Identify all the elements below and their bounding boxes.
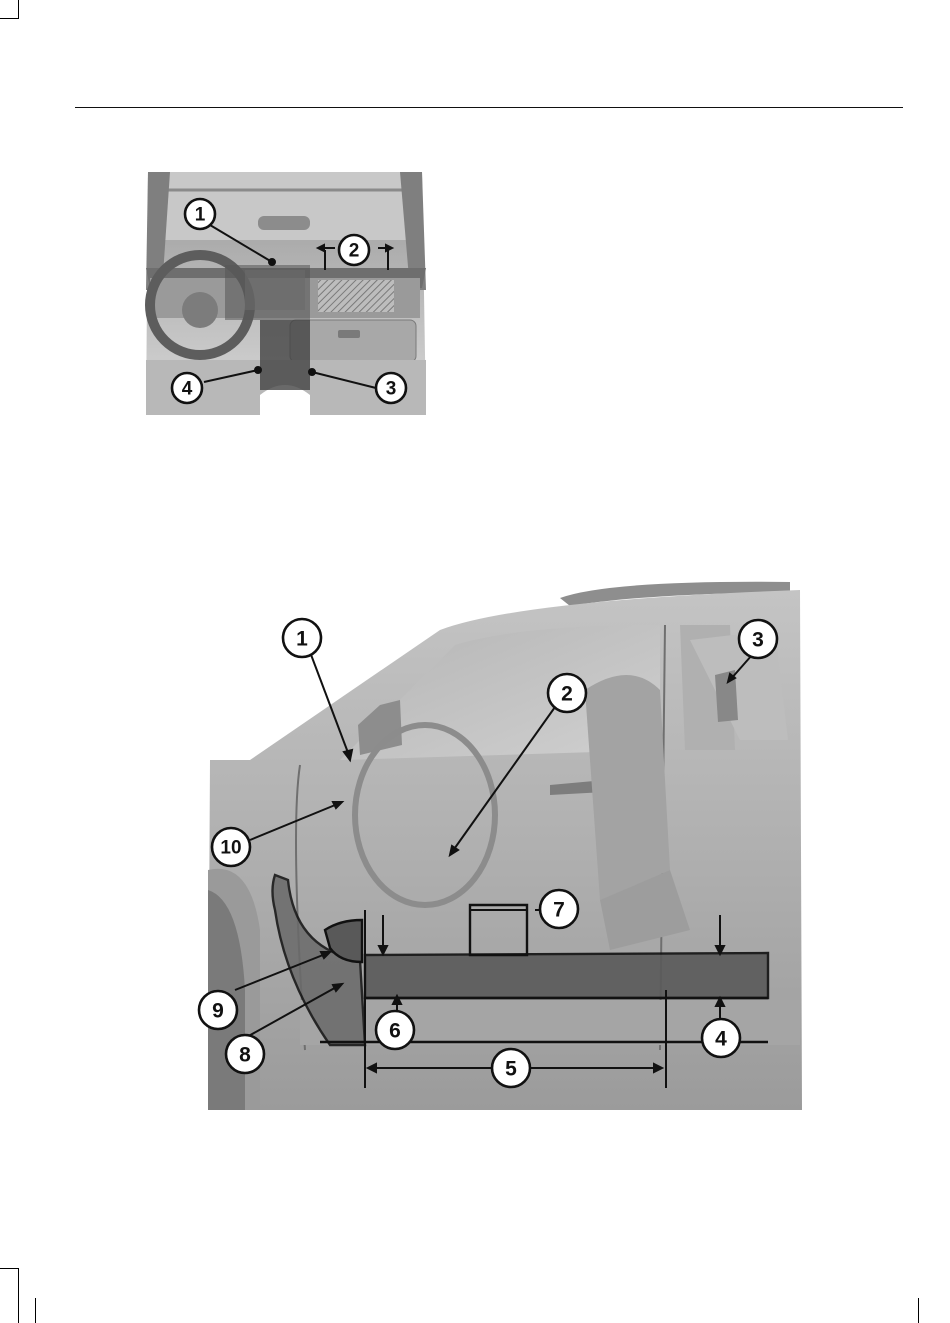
figure1-callout-4: 4 [172,373,202,403]
figure2-callout-10: 10 [212,828,250,866]
svg-text:3: 3 [386,379,397,400]
crop-mark-bottom-left-vertical [18,1268,19,1323]
svg-text:4: 4 [182,379,193,400]
vehicle-side-figure: 1 2 3 4 5 6 7 8 9 10 [190,570,830,1110]
svg-text:9: 9 [212,1000,224,1023]
crop-mark-bottom-center-left [35,1298,36,1323]
figure2-callout-9: 9 [199,991,237,1029]
crop-mark-top-left [0,18,18,19]
svg-text:4: 4 [715,1028,727,1051]
figure2-callout-7: 7 [540,890,578,928]
svg-text:5: 5 [505,1058,517,1081]
svg-text:1: 1 [296,628,308,651]
svg-text:2: 2 [561,683,573,706]
svg-text:2: 2 [349,241,360,262]
header-rule [75,107,903,108]
figure2-callout-3: 3 [739,620,777,658]
svg-text:10: 10 [220,838,241,859]
svg-text:1: 1 [195,205,206,226]
figure2-callout-2: 2 [548,674,586,712]
svg-text:7: 7 [553,899,565,922]
figure1-callout-1: 1 [185,199,215,229]
svg-text:8: 8 [239,1044,251,1067]
crop-mark-bottom-left [0,1268,18,1269]
crop-mark-bottom-right [918,1298,919,1323]
svg-text:6: 6 [389,1020,401,1043]
crop-mark-top-left-vertical [18,0,19,19]
svg-text:3: 3 [752,629,764,652]
figure1-callout-2: 2 [339,235,369,265]
figure2-callout-5: 5 [492,1049,530,1087]
dashboard-figure: 1 2 3 4 [140,170,430,425]
figure2-callout-6: 6 [376,1011,414,1049]
figure2-callout-8: 8 [226,1035,264,1073]
figure1-callout-3: 3 [376,373,406,403]
figure2-callout-4: 4 [702,1019,740,1057]
figure2-callout-1: 1 [283,619,321,657]
